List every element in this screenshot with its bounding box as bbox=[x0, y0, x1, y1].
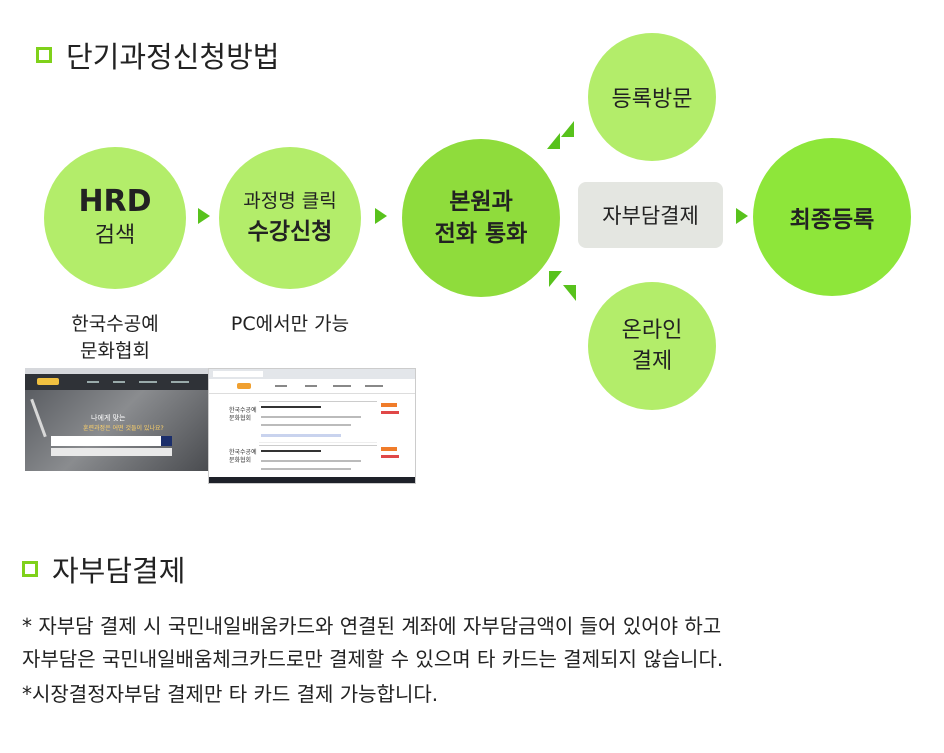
note-line-3: *시장결정자부담 결제만 타 카드 결제 가능합니다. bbox=[22, 682, 439, 706]
step-online-pay: 온라인 결제 bbox=[588, 282, 716, 410]
caption-hrd-line2: 문화협회 bbox=[80, 340, 150, 362]
step-visit-label: 등록방문 bbox=[611, 87, 693, 112]
caption-pc-only: PC에서만 가능 bbox=[230, 313, 350, 335]
caption-hrd-line1: 한국수공예 bbox=[71, 313, 159, 335]
caption-hrd-org: 한국수공예 문화협회 bbox=[45, 311, 185, 365]
arrow-down-right-icon bbox=[549, 271, 562, 287]
step-hrd-subtitle: 검색 bbox=[94, 223, 136, 248]
square-bullet-icon bbox=[36, 47, 52, 63]
section-title-self-pay-text: 자부담결제 bbox=[52, 554, 186, 588]
step-course-line1: 과정명 클릭 bbox=[243, 190, 337, 212]
hrd-website-screenshot: 나에게 맞는 훈련과정은 어떤 것들이 있나요? bbox=[25, 368, 208, 471]
arrow-up-right-icon bbox=[561, 121, 574, 137]
step-course-apply: 과정명 클릭 수강신청 bbox=[219, 147, 361, 289]
section-title-apply: 단기과정신청방법 bbox=[36, 34, 279, 76]
square-bullet-icon bbox=[22, 561, 38, 577]
section-title-self-pay: 자부담결제 bbox=[22, 548, 185, 590]
step-final-registration: 최종등록 bbox=[753, 138, 911, 296]
arrow-right-icon bbox=[198, 208, 210, 224]
note-line-2: 자부담은 국민내일배움체크카드로만 결제할 수 있으며 타 카드는 결제되지 않… bbox=[22, 647, 724, 671]
taskbar bbox=[209, 477, 415, 483]
step-self-pay-label: 자부담결제 bbox=[602, 204, 699, 228]
arrow-up-right-icon bbox=[547, 133, 560, 149]
arrow-right-icon bbox=[375, 208, 387, 224]
org-label-2: 한국수공예 문화협회 bbox=[229, 449, 257, 464]
hero-headline-1: 나에게 맞는 bbox=[91, 414, 126, 422]
hero-image: 나에게 맞는 훈련과정은 어떤 것들이 있나요? bbox=[25, 390, 208, 471]
step-visit: 등록방문 bbox=[588, 33, 716, 161]
note-line-1: * 자부담 결제 시 국민내일배움카드와 연결된 계좌에 자부담금액이 들어 있… bbox=[22, 614, 722, 638]
step-phone-call: 본원과 전화 통화 bbox=[402, 139, 560, 297]
step-call-line1: 본원과 bbox=[449, 189, 513, 215]
step-course-line2: 수강신청 bbox=[247, 219, 333, 245]
step-final-label: 최종등록 bbox=[789, 207, 875, 233]
course-list-screenshot: 한국수공예 문화협회 한국수공예 문화협회 bbox=[208, 368, 416, 484]
step-online-line1: 온라인 bbox=[621, 318, 683, 343]
course-card bbox=[259, 445, 377, 476]
arrow-down-right-icon bbox=[563, 285, 576, 301]
step-call-line2: 전화 통화 bbox=[434, 221, 528, 247]
step-hrd-search: HRD 검색 bbox=[44, 147, 186, 289]
step-hrd-title: HRD bbox=[78, 184, 152, 219]
section-title-apply-text: 단기과정신청방법 bbox=[66, 40, 280, 74]
mock-search-input bbox=[51, 436, 172, 446]
site-header bbox=[25, 374, 208, 390]
hero-headline-2: 훈련과정은 어떤 것들이 있나요? bbox=[83, 425, 164, 432]
course-card bbox=[259, 401, 377, 443]
step-self-pay: 자부담결제 bbox=[578, 182, 723, 248]
step-online-line2: 결제 bbox=[631, 349, 673, 374]
mock-search-icon bbox=[161, 436, 172, 446]
browser-bar bbox=[209, 369, 415, 379]
org-label-1: 한국수공예 문화협회 bbox=[229, 407, 257, 422]
browser-bar bbox=[25, 368, 208, 374]
site-nav bbox=[209, 379, 415, 394]
arrow-right-icon bbox=[736, 208, 748, 224]
